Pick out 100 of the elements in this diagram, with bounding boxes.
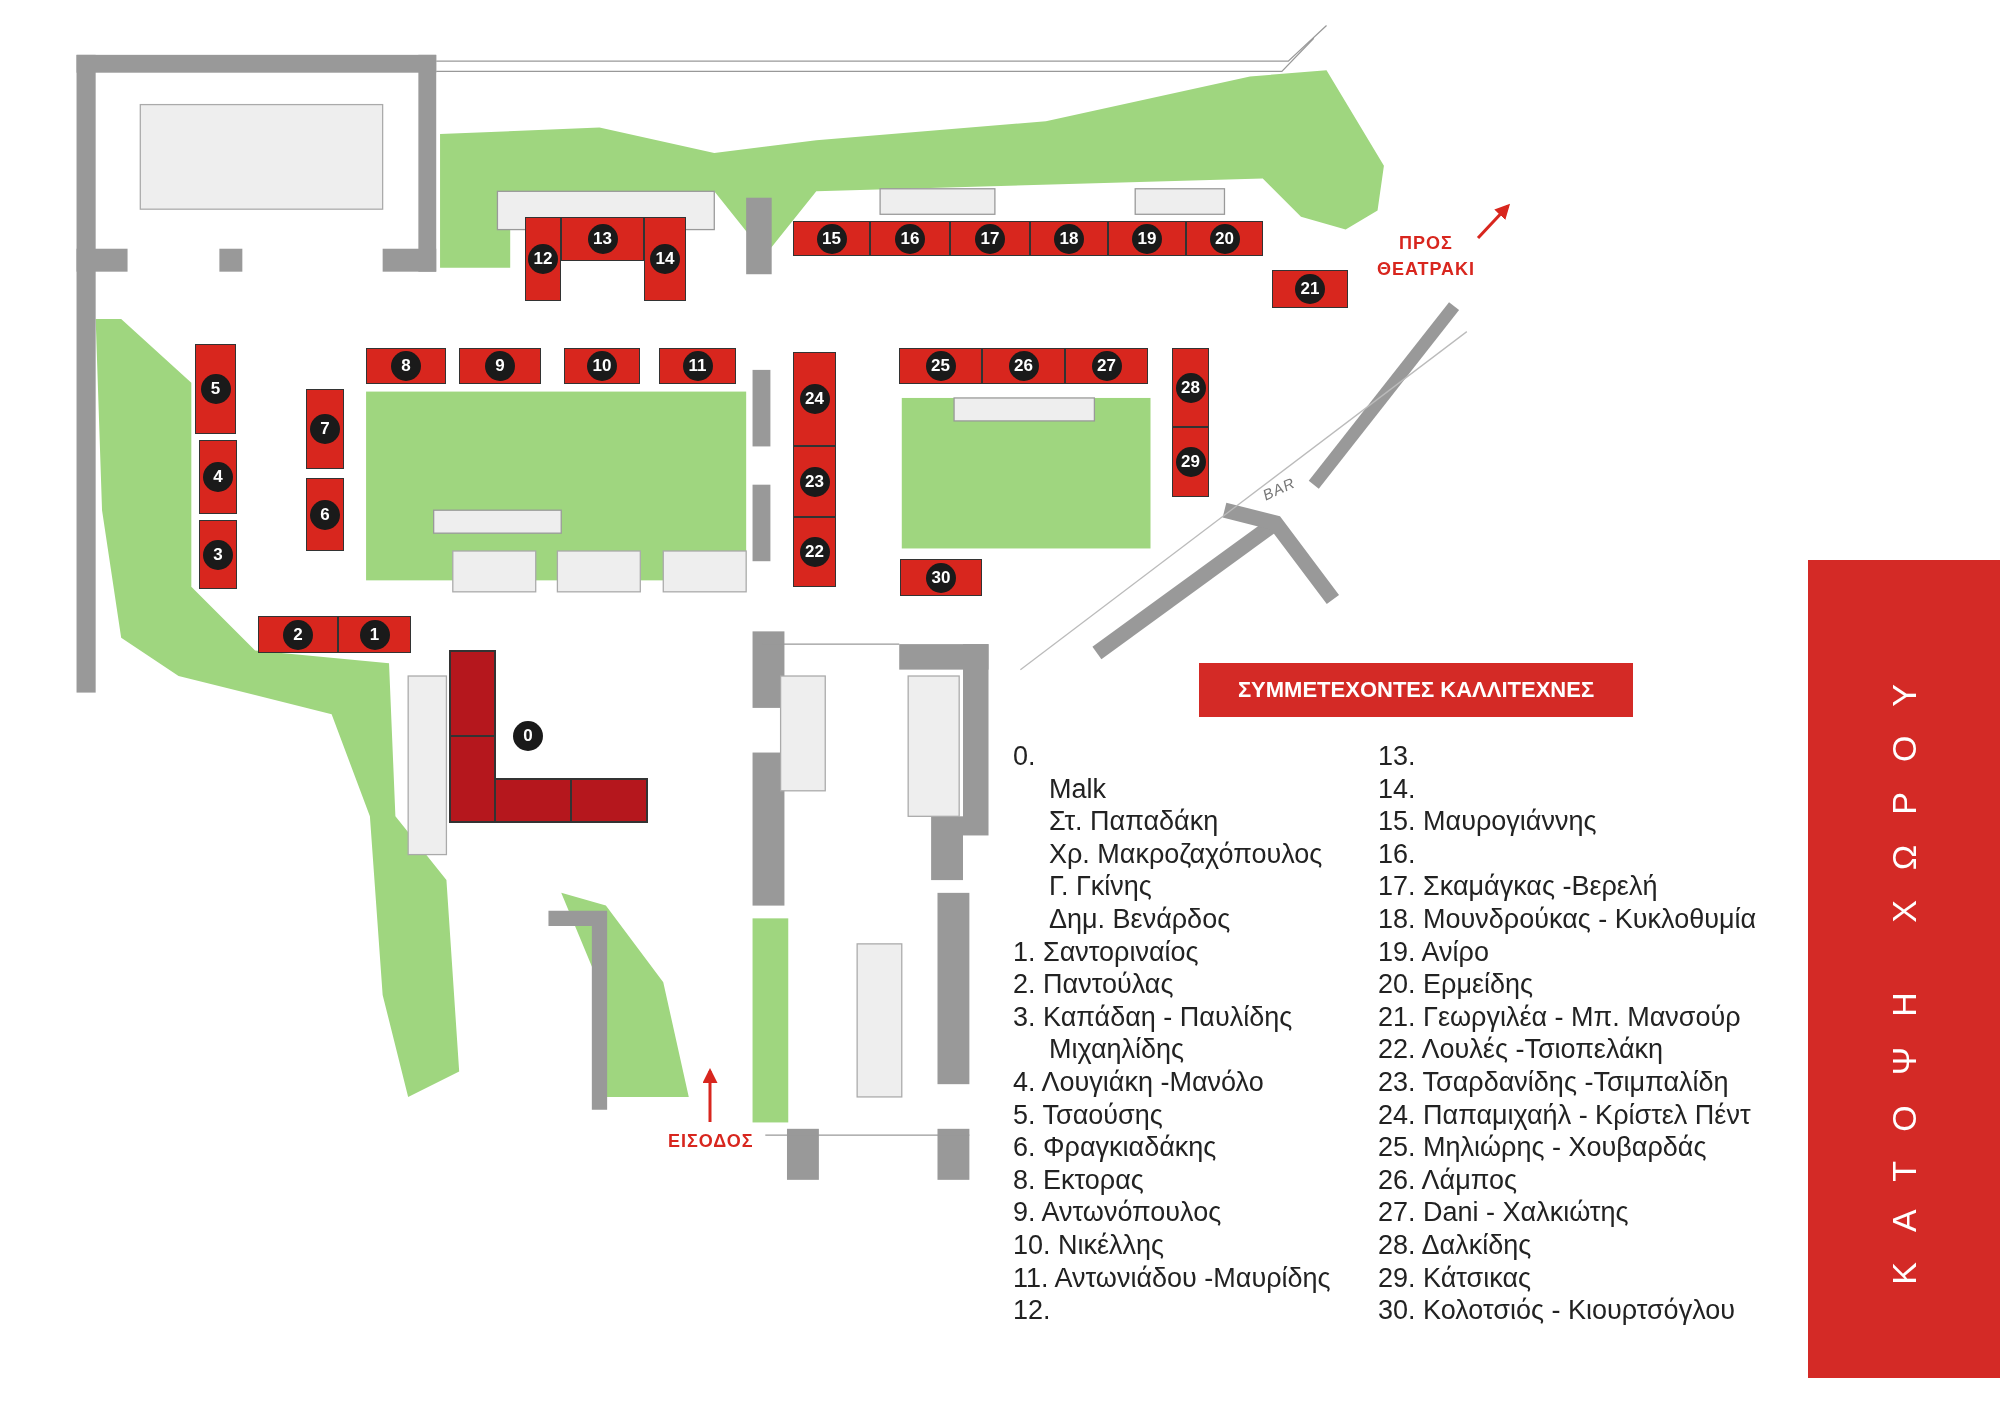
booth-number: 18 [1054, 223, 1084, 254]
booth-number: 16 [895, 223, 925, 254]
booth-number: 2 [283, 619, 313, 650]
booth-number: 25 [925, 351, 956, 381]
list-entry: 27. Dani - Χαλκιώτης [1378, 1196, 1629, 1229]
booth-number: 26 [1008, 351, 1039, 381]
list-entry: 23. Τσαρδανίδης -Τσιμπαλίδη [1378, 1066, 1729, 1098]
list-entry: 6. Φραγκιαδάκης [1013, 1131, 1217, 1164]
booth-stand [306, 389, 344, 469]
booth-number: 20 [1209, 223, 1240, 254]
booth-number: 5 [200, 374, 231, 404]
list-entry: 30. Κολοτσιός - Κιουρτσόγλου [1378, 1294, 1735, 1327]
booth-stand [950, 221, 1030, 256]
booth-stand [258, 616, 338, 653]
banner-heading: ΣΥΜΜΕΤΕΧΟΝΤΕΣ ΚΑΛΛΙΤΕΧΝΕΣ [1237, 677, 1595, 703]
booth-stand [870, 221, 950, 256]
booth-stand [1065, 348, 1148, 384]
list-entry: Γ. Γκίνης [1049, 870, 1152, 903]
booth-stand [1030, 221, 1108, 256]
list-entry: 28. Δαλκίδης [1378, 1229, 1532, 1261]
list-entry: 14. [1378, 772, 1416, 805]
list-entry: 1. Σαντοριναίος [1013, 935, 1199, 968]
booth-stand [564, 348, 640, 384]
list-entry: 15. Μαυρογιάννης [1378, 805, 1597, 838]
direction-label: ΕΙΣΟΔΟΣ [668, 1130, 754, 1153]
booth-stand [1172, 427, 1209, 497]
list-entry: Μιχαηλίδης [1049, 1033, 1185, 1066]
booth-stand [199, 440, 237, 514]
booth-number: 27 [1091, 351, 1122, 381]
list-entry: 21. Γεωργιλέα - Μπ. Μανσούρ [1378, 1000, 1741, 1033]
list-entry: 29. Κάτσικας [1378, 1261, 1532, 1294]
list-entry: Malk [1049, 772, 1106, 805]
list-entry: 10. Νικέλλης [1013, 1229, 1165, 1261]
heading-banner [1199, 663, 1633, 717]
booth-stand [199, 520, 237, 589]
list-entry: 2. Παντούλας [1013, 968, 1174, 1001]
booth-number: 0 [513, 721, 543, 751]
booth-number: 30 [926, 562, 956, 593]
list-entry: 22. Λουλές -Τσιοπελάκη [1378, 1033, 1664, 1066]
booth-stand [366, 348, 446, 384]
booth-number: 4 [203, 462, 233, 492]
booth-number: 12 [528, 244, 558, 274]
list-entry: Χρ. Μακροζαχόπουλος [1049, 837, 1323, 870]
booth-number: 17 [975, 223, 1005, 254]
list-entry: Δημ. Βενάρδος [1049, 903, 1231, 935]
booth-number: 10 [587, 351, 617, 381]
booth-stand [1108, 221, 1186, 256]
booth-number: 8 [391, 351, 421, 381]
booth-stand [982, 348, 1065, 384]
booth-number: 3 [203, 539, 233, 570]
list-entry: 24. Παπαμιχαήλ - Κρίστελ Πέντ [1378, 1098, 1751, 1131]
booth-number: 19 [1132, 223, 1162, 254]
list-entry: 11. Αντωνιάδου -Μαυρίδης [1013, 1261, 1331, 1294]
booth-stand [1272, 270, 1348, 308]
booth-number: 15 [816, 223, 847, 254]
area-label: BAR [1258, 472, 1299, 506]
list-entry: 8. Εκτορας [1013, 1163, 1144, 1196]
list-entry: Στ. Παπαδάκη [1049, 805, 1219, 838]
booth-stand [459, 348, 541, 384]
booth-stand [1186, 221, 1263, 256]
booth-number: 7 [310, 414, 340, 444]
booth-number: 13 [587, 224, 618, 254]
list-entry: 13. [1378, 740, 1416, 772]
list-entry: 9. Αντωνόπουλος [1013, 1196, 1222, 1229]
direction-label: ΠΡΟΣ ΘΕΑΤΡΑΚΙ [1376, 232, 1476, 281]
booth-stand [561, 217, 644, 261]
booth-number: 22 [799, 537, 830, 567]
booth-stand [644, 217, 686, 301]
list-entry: 5. Τσαούσης [1013, 1098, 1163, 1131]
booth-number: 23 [799, 466, 830, 497]
booth-number: 14 [650, 244, 680, 274]
booth-number: 1 [359, 619, 390, 650]
booth-stand [793, 446, 836, 517]
booth-stand [793, 221, 870, 256]
list-entry: 25. Μηλιώρης - Χουβαρδάς [1378, 1131, 1707, 1164]
booth-number: 29 [1175, 447, 1206, 477]
booth-stand [899, 348, 982, 384]
booth-stand [659, 348, 736, 384]
booth-stand [195, 344, 236, 434]
vertical-heading: ΚΑΤΟΨΗ ΧΩΡΟΥ [1884, 653, 1924, 1285]
list-entry: 4. Λουγιάκη -Μανόλο [1013, 1066, 1264, 1098]
list-entry: 0. [1013, 740, 1036, 772]
booth-number: 11 [682, 351, 713, 381]
booth-stand [1172, 348, 1209, 427]
booth-number: 21 [1295, 274, 1325, 304]
list-entry: 17. Σκαμάγκας -Βερελή [1378, 870, 1658, 903]
list-entry: 20. Ερμείδης [1378, 968, 1534, 1001]
booth-stand [793, 517, 836, 587]
list-entry: 19. Ανίρο [1378, 935, 1489, 968]
booth-number: 28 [1175, 372, 1206, 403]
booth-stand [306, 478, 344, 551]
booth-number: 24 [799, 384, 830, 414]
side-band [1808, 560, 2000, 1378]
list-entry: 12. [1013, 1294, 1051, 1327]
booth-stand [900, 559, 982, 596]
list-entry: 26. Λάμπος [1378, 1163, 1518, 1196]
list-entry: 16. [1378, 837, 1416, 870]
booth-stand [525, 217, 561, 301]
booth-number: 6 [310, 499, 340, 530]
booth-stand [793, 352, 836, 446]
